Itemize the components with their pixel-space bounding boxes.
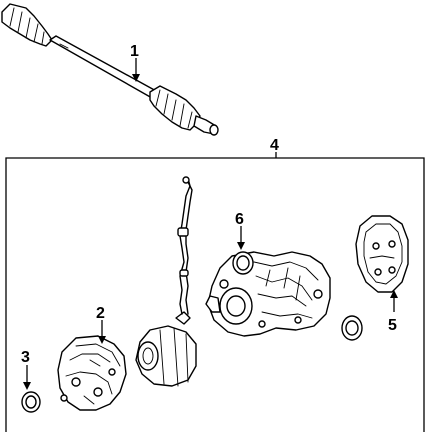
rear-cover-part[interactable] — [355, 215, 409, 293]
wiring-harness-part[interactable] — [177, 176, 193, 315]
coupling-unit-part[interactable] — [135, 311, 197, 387]
seal-3-part[interactable] — [21, 391, 41, 413]
seal-6-part[interactable] — [232, 251, 254, 275]
coupling-housing-part[interactable] — [57, 335, 127, 411]
callout-4: 4 — [270, 137, 279, 154]
side-seal-part[interactable] — [341, 315, 363, 341]
callout-3: 3 — [21, 349, 30, 366]
callout-6: 6 — [235, 211, 244, 228]
callout-labels: 1 2 3 4 5 6 — [21, 43, 397, 366]
callout-2: 2 — [96, 305, 105, 322]
assembly-bracket — [5, 152, 425, 432]
callout-5: 5 — [388, 317, 397, 334]
differential-housing-part[interactable] — [205, 251, 331, 337]
callout-1: 1 — [130, 43, 139, 60]
callout-leaders — [23, 58, 398, 390]
axle-shaft-part[interactable] — [1, 3, 219, 136]
